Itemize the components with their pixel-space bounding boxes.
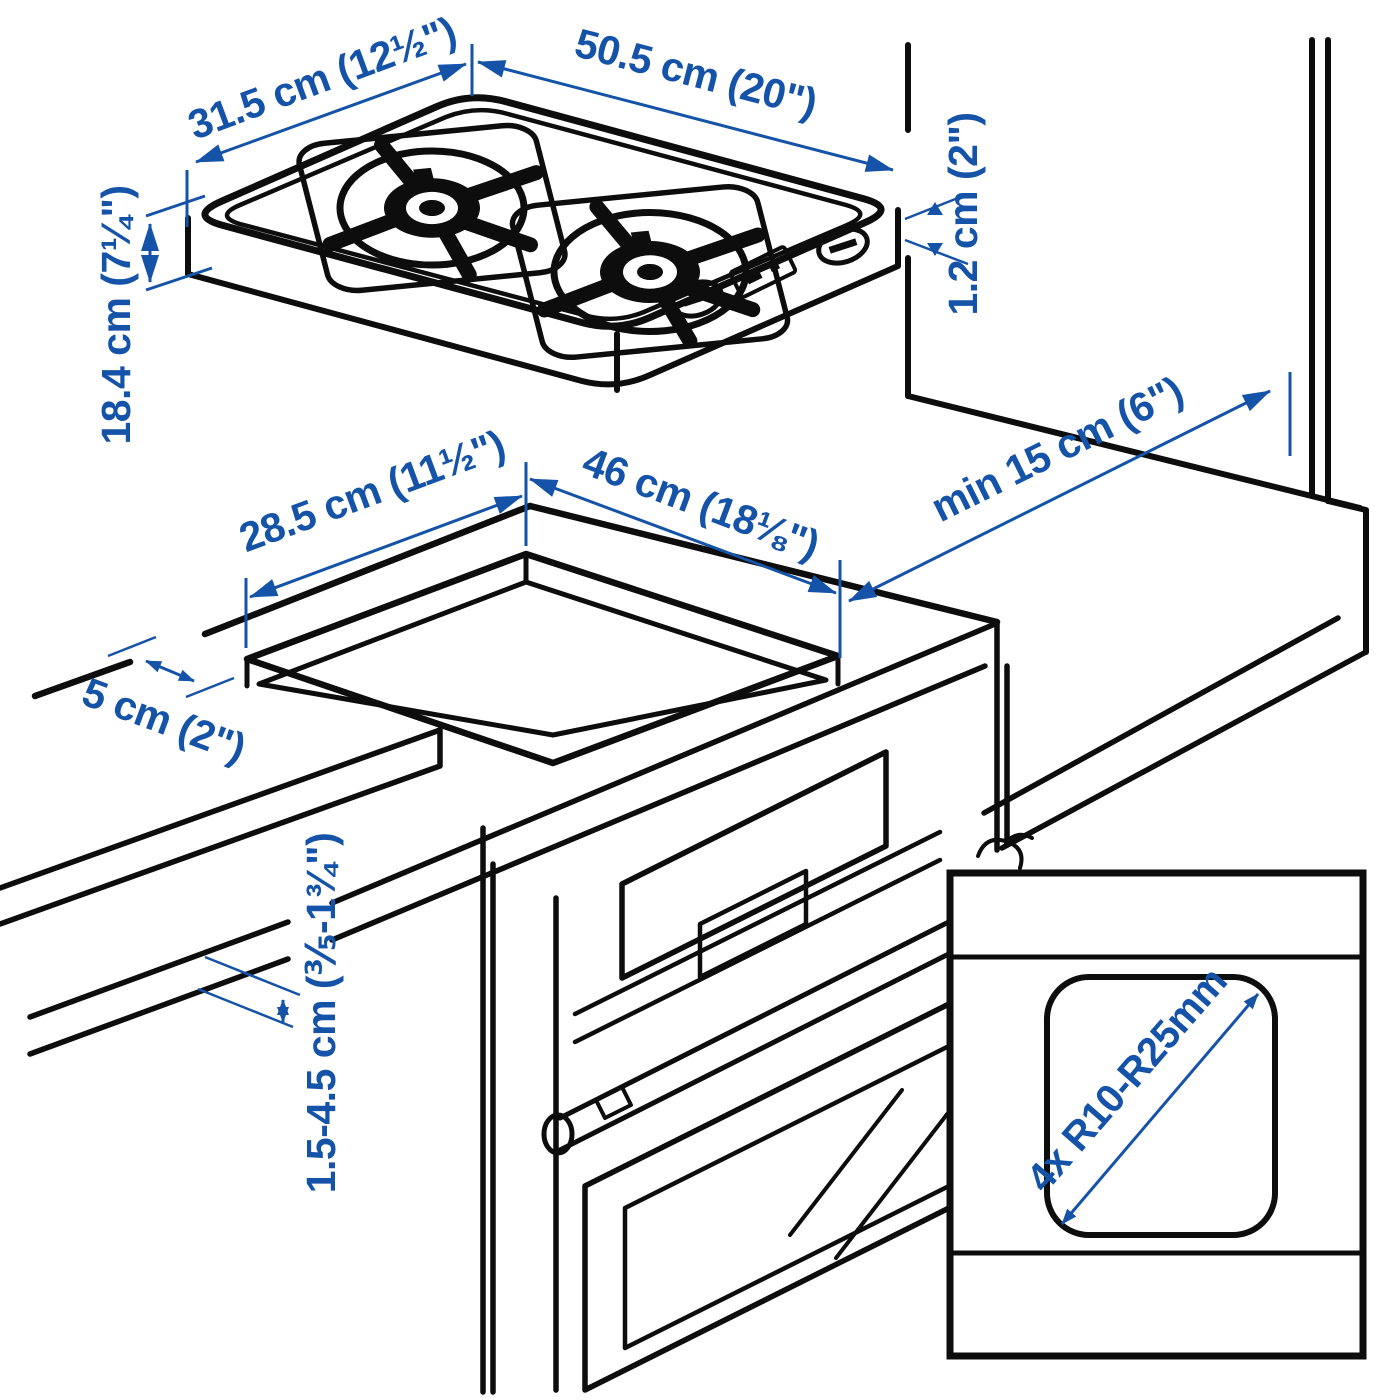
front-edge-dimension: 5 cm (2")	[76, 635, 252, 772]
oven-display-window	[697, 868, 809, 980]
cutout-depth-label: 28.5 cm (11½")	[233, 421, 511, 561]
hob-body	[185, 207, 901, 393]
burner-cap	[637, 263, 663, 281]
base-rail-top-line	[27, 621, 998, 1020]
counter-lower-rail	[0, 727, 443, 927]
hob-height-dimension: 18.4 cm (7¼")	[93, 185, 213, 445]
detail-worktop-lines	[947, 954, 1366, 1256]
control-knob-left	[668, 276, 725, 322]
oven-door	[582, 1000, 954, 1393]
control-knob-right	[814, 223, 871, 269]
hob-height-label: 18.4 cm (7¼")	[93, 185, 139, 444]
detail-cutout-rounded-square	[1044, 974, 1278, 1238]
burner-cap	[419, 199, 445, 217]
cutout-detail-view	[946, 869, 1367, 1360]
worktop-thickness-label: 1.5-4.5 cm (⅗-1¾")	[298, 833, 344, 1194]
wall-clearance-label: min 15 cm (6")	[924, 367, 1190, 531]
worktop-cutout	[243, 550, 842, 767]
oven-cabinet-illustration	[480, 621, 1035, 1395]
pan-support-frame	[508, 184, 792, 360]
right-cabinet-top-front-edge	[999, 649, 1369, 851]
oven-top-seam	[572, 829, 943, 1045]
cabinet-left-edges	[480, 825, 559, 1395]
wall-clearance-dimension: min 15 cm (6")	[848, 367, 1292, 603]
oven-door-glass	[622, 1042, 954, 1351]
pan-support-ring	[540, 204, 760, 340]
counter-right-end	[1325, 498, 1369, 655]
oven-glass-reflections	[788, 1088, 950, 1260]
hob-rim-dimension: 1.2 cm (2")	[904, 112, 986, 316]
cutout-depth-dimension: 28.5 cm (11½")	[233, 421, 528, 648]
igniter-panel	[728, 245, 798, 299]
cutout-inner-edge	[256, 579, 829, 738]
hob-burner-left	[295, 123, 570, 293]
hob-controls	[668, 223, 871, 322]
hob-illustration	[185, 94, 901, 393]
igniter-pin	[413, 167, 435, 186]
cabinet-right-edges	[994, 621, 1010, 853]
hob-width-label: 50.5 cm (20")	[570, 20, 821, 127]
cutout-thickness-ticks	[244, 553, 841, 689]
oven-door-outline	[582, 1000, 954, 1393]
igniter-pin	[630, 230, 653, 249]
cutout-width-dimension: 46 cm (18⅛")	[529, 438, 842, 658]
oven-handle-end-cap	[541, 1112, 575, 1156]
oven-control-panel	[619, 749, 889, 981]
right-cabinet-top-back-edge	[981, 615, 1341, 816]
oven-hinge-detail	[976, 832, 1034, 870]
base-rail-bottom-line	[27, 663, 988, 1057]
oven-handle-bracket	[594, 1085, 633, 1120]
hob-burner-right	[508, 184, 792, 360]
worktop-thickness-dimension: 1.5-4.5 cm (⅗-1¾")	[197, 833, 344, 1194]
hob-rim-label: 1.2 cm (2")	[940, 112, 986, 315]
cutout-outer-edge	[243, 550, 842, 767]
front-edge-label: 5 cm (2")	[76, 669, 251, 772]
wall-lines	[905, 37, 1331, 504]
